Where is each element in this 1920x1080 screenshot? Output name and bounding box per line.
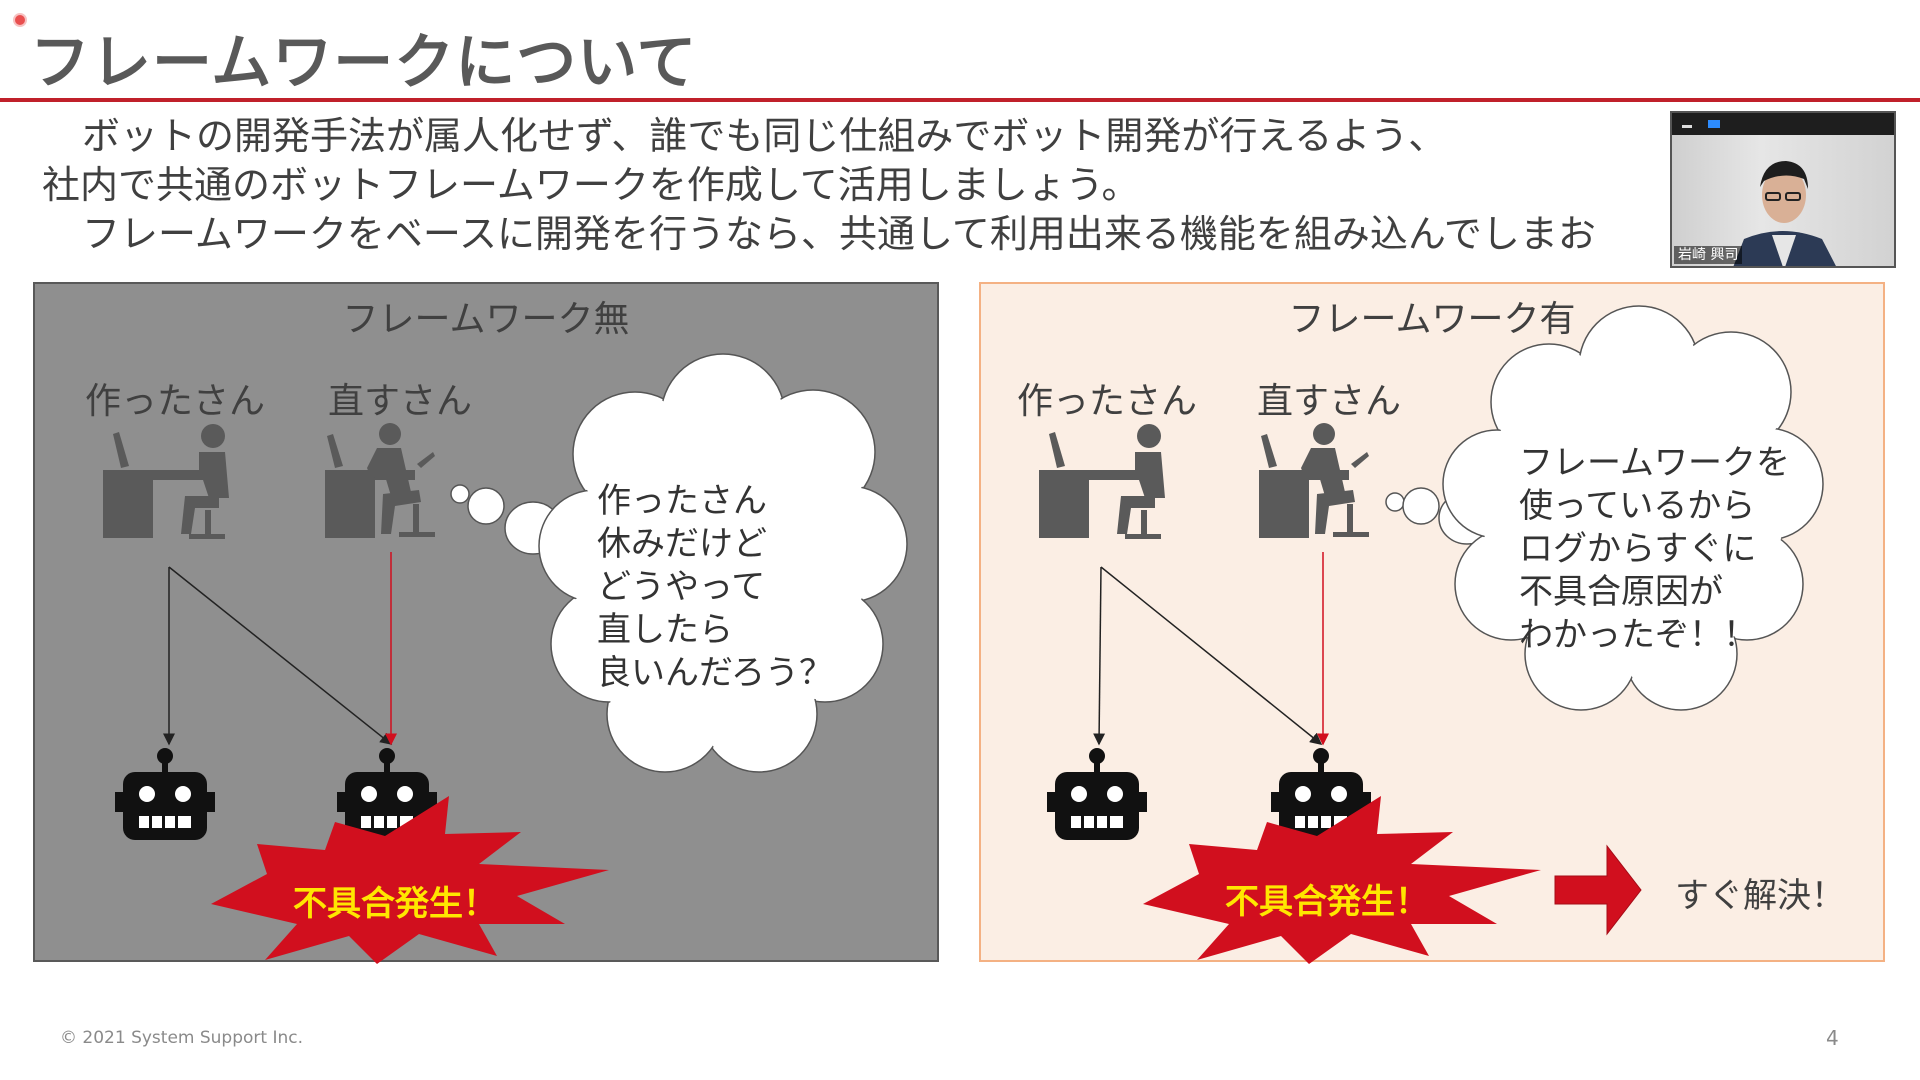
incident-label: 不具合発生！ xyxy=(1225,882,1429,922)
person-at-desk-icon xyxy=(1039,424,1165,539)
body-line-1: ボットの開発手法が属人化せず、誰でも同じ仕組みでボット開発が行えるよう、 xyxy=(82,114,1447,158)
explosion-burst-icon xyxy=(211,796,609,964)
video-feed xyxy=(1672,135,1894,266)
thinking-person-icon xyxy=(1259,423,1369,538)
robot-icon xyxy=(1047,748,1147,840)
incident-label: 不具合発生！ xyxy=(293,884,497,924)
slide-title: フレームワークについて xyxy=(30,28,698,98)
body-line-2: 社内で共通のボットフレームワークを作成して活用しましょう。 xyxy=(42,163,1140,207)
thought-line: フレームワークを xyxy=(1519,443,1790,483)
panel-with-framework: フレームワーク有 作ったさん 直すさん xyxy=(979,282,1885,964)
person-at-desk-icon xyxy=(103,424,229,539)
thought-line: 使っているから xyxy=(1519,486,1756,526)
thought-line: どうやって xyxy=(597,567,766,607)
panel-title-with-framework: フレームワーク有 xyxy=(1288,299,1576,340)
thought-line: 直したら xyxy=(597,610,733,650)
body-line-3: フレームワークをベースに開発を行うなら、共通して利用出来る機能を組み込んでしまお xyxy=(82,212,1596,256)
thought-line: 休みだけど xyxy=(597,524,767,564)
fixer-label: 直すさん xyxy=(1257,381,1402,422)
participant-video-tile[interactable]: 岩崎 興司 xyxy=(1670,111,1896,268)
thinking-person-icon xyxy=(325,423,435,538)
panel-without-framework: フレームワーク無 作ったさん 直すさん xyxy=(33,282,939,964)
thought-text: 作ったさん 休みだけど どうやって 直したら 良いんだろう？ xyxy=(597,480,833,695)
thought-trail-icon xyxy=(1385,492,1405,512)
footer-copyright: © 2021 System Support Inc. xyxy=(60,1028,304,1048)
solved-label: すぐ解決！ xyxy=(1675,876,1845,916)
panel-illustration xyxy=(103,353,908,964)
panel-title-without-framework: フレームワーク無 xyxy=(342,299,630,340)
slide-body: ボットの開発手法が属人化せず、誰でも同じ仕組みでボット開発が行えるよう、 社内で… xyxy=(42,112,1682,259)
video-toolbar xyxy=(1672,113,1894,135)
fixer-label: 直すさん xyxy=(328,381,473,422)
robot-icon xyxy=(115,748,215,840)
page-number: 4 xyxy=(1826,1026,1839,1050)
thought-line: わかったぞ！！ xyxy=(1519,615,1757,655)
thought-trail-icon xyxy=(450,484,470,504)
thought-line: ログからすぐに xyxy=(1519,529,1757,569)
creator-label: 作ったさん xyxy=(1017,381,1198,422)
creator-label: 作ったさん xyxy=(85,381,266,422)
recording-dot-icon xyxy=(13,13,27,27)
minimize-icon[interactable] xyxy=(1682,125,1692,128)
video-view-icon[interactable] xyxy=(1708,120,1720,128)
title-divider xyxy=(0,98,1920,102)
panel-illustration xyxy=(1039,305,1824,964)
explosion-burst-icon xyxy=(1143,796,1541,964)
participant-name: 岩崎 興司 xyxy=(1674,246,1743,264)
arrow-right-icon xyxy=(1554,844,1642,936)
thought-line: 作ったさん xyxy=(597,481,767,521)
thought-line: 不具合原因が xyxy=(1519,572,1723,612)
thought-text: フレームワークを 使っているから ログからすぐに 不具合原因が わかったぞ！！ xyxy=(1519,442,1790,657)
thought-line: 良いんだろう？ xyxy=(597,653,833,693)
participant-avatar xyxy=(1733,161,1836,266)
